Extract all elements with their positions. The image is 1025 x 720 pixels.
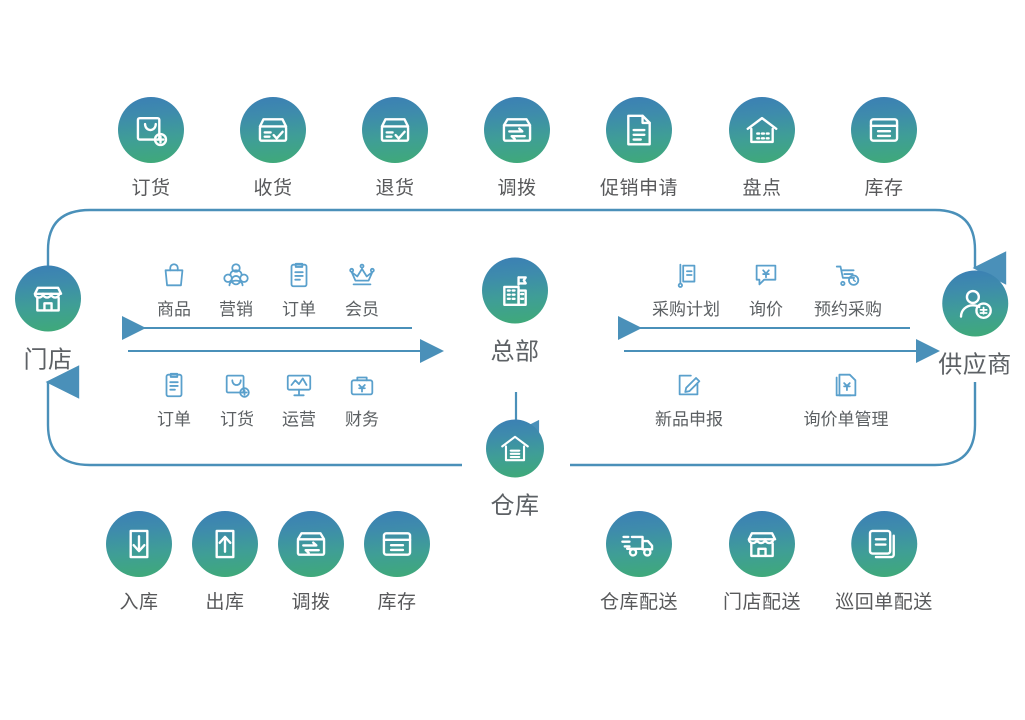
box-transfer-icon xyxy=(278,511,344,577)
node-订货[interactable]: 订货 xyxy=(118,97,184,200)
chip-营销[interactable]: 营销 xyxy=(191,256,281,320)
chip-预约采购[interactable]: 预约采购 xyxy=(778,256,918,320)
node-label: 仓库配送 xyxy=(599,592,679,613)
chip-label: 询价 xyxy=(749,300,783,319)
chip-新品申报[interactable]: 新品申报 xyxy=(619,366,759,430)
node-巡回单配送[interactable]: 巡回单配送 xyxy=(835,511,933,614)
node-退货[interactable]: 退货 xyxy=(362,97,428,200)
chip-运营[interactable]: 运营 xyxy=(254,366,344,430)
price-inquiry-icon xyxy=(751,256,781,290)
chip-财务[interactable]: 财务 xyxy=(317,366,407,430)
node-label: 退货 xyxy=(375,178,415,199)
office-building-icon xyxy=(482,257,548,324)
order-bag-plus-icon xyxy=(118,97,184,163)
node-supplier[interactable]: 供应商 xyxy=(938,270,1012,380)
chip-label: 财务 xyxy=(345,410,379,429)
node-出库[interactable]: 出库 xyxy=(192,511,258,614)
marketing-group-icon xyxy=(221,256,251,290)
clipboard-order-icon xyxy=(159,366,189,400)
chip-label: 询价单管理 xyxy=(803,410,889,429)
chip-label: 会员 xyxy=(345,300,379,319)
chip-会员[interactable]: 会员 xyxy=(317,256,407,320)
finance-yen-icon xyxy=(347,366,377,400)
node-调拨[interactable]: 调拨 xyxy=(484,97,550,200)
node-label: 入库 xyxy=(119,592,159,613)
chip-订单[interactable]: 订单 xyxy=(129,366,219,430)
scheduled-purchase-icon xyxy=(833,256,863,290)
warehouse-icon xyxy=(486,419,544,478)
inbound-arrow-down-icon xyxy=(106,511,172,577)
chip-采购计划[interactable]: 采购计划 xyxy=(616,256,756,320)
shopping-bag-icon xyxy=(159,256,189,290)
node-label: 门店 xyxy=(23,346,73,374)
chip-商品[interactable]: 商品 xyxy=(129,256,219,320)
node-label: 收货 xyxy=(253,178,293,199)
node-调拨[interactable]: 调拨 xyxy=(278,511,344,614)
delivery-truck-icon xyxy=(605,511,672,577)
node-库存[interactable]: 库存 xyxy=(364,511,430,614)
node-label: 库存 xyxy=(377,592,417,613)
node-store[interactable]: 门店 xyxy=(15,265,81,375)
new-item-edit-icon xyxy=(674,366,704,400)
operations-chart-icon xyxy=(284,366,314,400)
chip-订货[interactable]: 订货 xyxy=(192,366,282,430)
chip-label: 预约采购 xyxy=(814,300,882,319)
storefront-icon xyxy=(15,265,81,332)
document-promo-icon xyxy=(605,97,672,163)
node-入库[interactable]: 入库 xyxy=(106,511,172,614)
node-warehouse[interactable]: 仓库 xyxy=(486,419,544,521)
node-label: 订货 xyxy=(131,178,171,199)
node-收货[interactable]: 收货 xyxy=(240,97,306,200)
inquiry-doc-manage-icon xyxy=(831,366,861,400)
chip-label: 采购计划 xyxy=(652,300,720,319)
chip-label: 订货 xyxy=(220,410,254,429)
node-label: 门店配送 xyxy=(722,592,802,613)
chip-label: 新品申报 xyxy=(655,410,723,429)
node-label: 出库 xyxy=(205,592,245,613)
chip-询价单管理[interactable]: 询价单管理 xyxy=(776,366,916,430)
node-label: 仓库 xyxy=(490,492,540,520)
stocktake-house-icon xyxy=(729,97,795,163)
outbound-arrow-up-icon xyxy=(192,511,258,577)
supplier-person-icon xyxy=(942,270,1008,337)
node-盘点[interactable]: 盘点 xyxy=(729,97,795,200)
node-label: 调拨 xyxy=(497,178,537,199)
order-bag-plus-icon xyxy=(222,366,252,400)
node-label: 总部 xyxy=(490,338,540,366)
chip-label: 商品 xyxy=(157,300,191,319)
chip-label: 运营 xyxy=(282,410,316,429)
chip-label: 订单 xyxy=(282,300,316,319)
node-促销申请[interactable]: 促销申请 xyxy=(600,97,678,200)
box-transfer-icon xyxy=(484,97,550,163)
node-label: 供应商 xyxy=(938,351,1012,379)
clipboard-order-icon xyxy=(284,256,314,290)
chip-label: 订单 xyxy=(157,410,191,429)
node-hq[interactable]: 总部 xyxy=(482,257,548,367)
node-label: 库存 xyxy=(864,178,904,199)
box-inventory-icon xyxy=(851,97,917,163)
chip-订单[interactable]: 订单 xyxy=(254,256,344,320)
chip-询价[interactable]: 询价 xyxy=(721,256,811,320)
chip-label: 营销 xyxy=(219,300,253,319)
node-门店配送[interactable]: 门店配送 xyxy=(723,511,801,614)
storefront-icon xyxy=(728,511,795,577)
node-库存[interactable]: 库存 xyxy=(851,97,917,200)
node-label: 巡回单配送 xyxy=(835,592,933,613)
crown-member-icon xyxy=(347,256,377,290)
node-label: 调拨 xyxy=(291,592,331,613)
box-return-icon xyxy=(362,97,428,163)
box-inventory-icon xyxy=(364,511,430,577)
purchase-plan-icon xyxy=(671,256,701,290)
documents-stack-icon xyxy=(850,511,917,577)
node-label: 盘点 xyxy=(742,178,782,199)
node-label: 促销申请 xyxy=(599,178,679,199)
box-check-icon xyxy=(240,97,306,163)
node-仓库配送[interactable]: 仓库配送 xyxy=(600,511,678,614)
